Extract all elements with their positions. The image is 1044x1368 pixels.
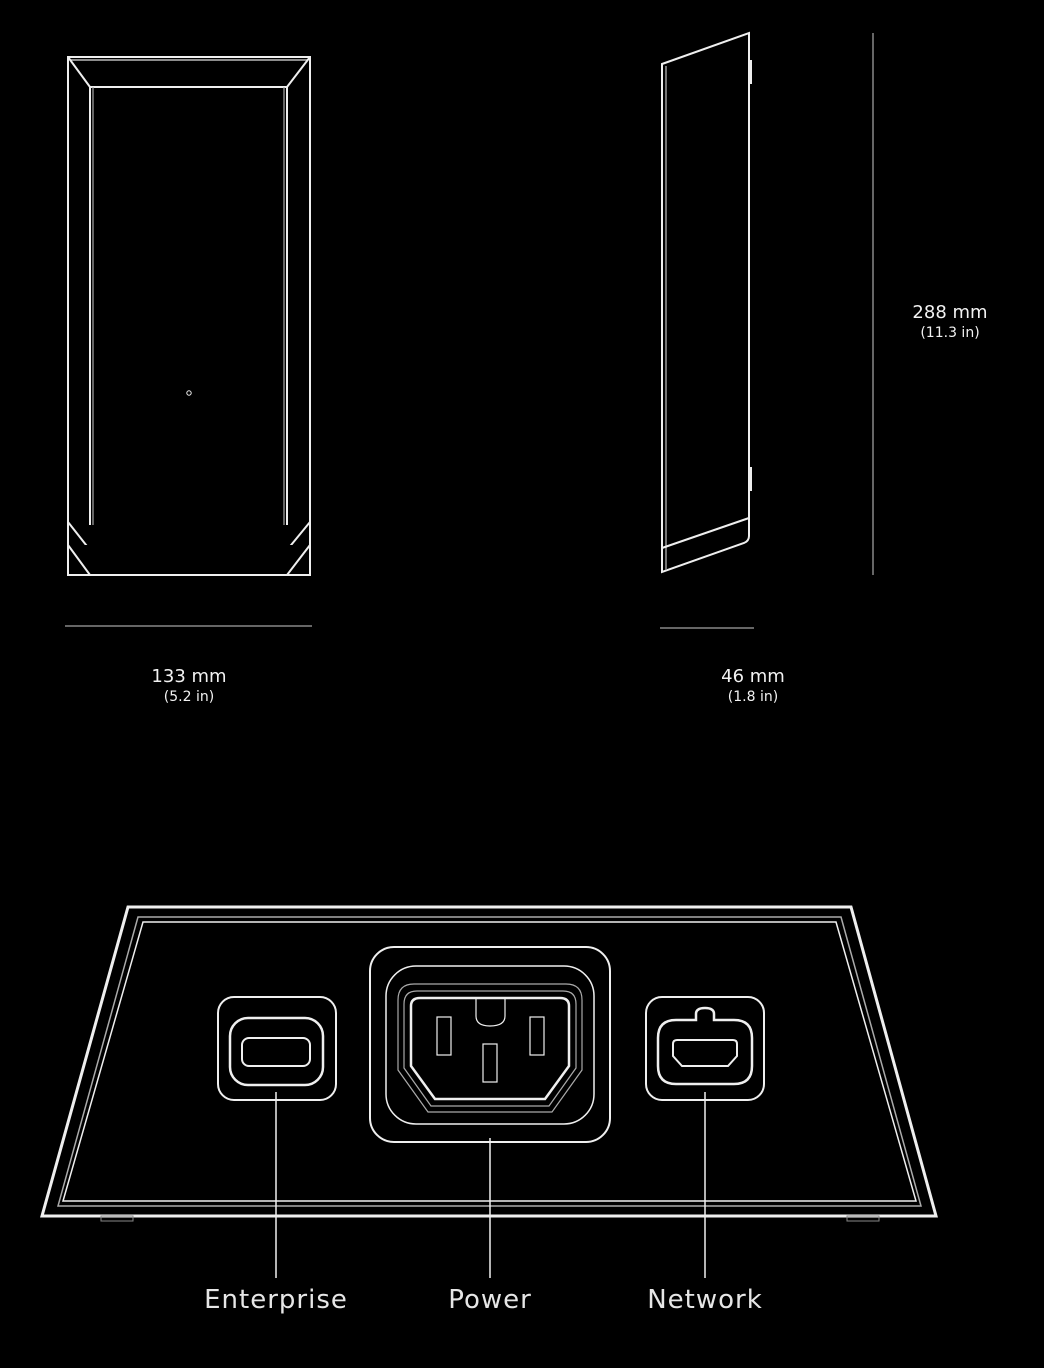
- width-label: 133 mm (5.2 in): [151, 666, 226, 705]
- network-port-label: Network: [647, 1285, 763, 1315]
- height-in: (11.3 in): [920, 325, 980, 341]
- width-mm: 133 mm: [151, 666, 227, 687]
- depth-mm: 46 mm: [721, 666, 785, 687]
- enterprise-port-label: Enterprise: [204, 1285, 348, 1315]
- power-port: [369, 946, 611, 1143]
- side-view: [661, 31, 752, 574]
- depth-in: (1.8 in): [727, 689, 779, 705]
- port-view: [40, 905, 938, 1278]
- enterprise-port: [217, 996, 337, 1101]
- power-port-label: Power: [448, 1285, 532, 1315]
- front-view: [67, 56, 311, 576]
- depth-label: 46 mm (1.8 in): [721, 666, 785, 705]
- network-port: [645, 996, 765, 1101]
- height-label: 288 mm (11.3 in): [912, 302, 987, 341]
- width-in: (5.2 in): [163, 689, 215, 705]
- height-mm: 288 mm: [912, 302, 988, 323]
